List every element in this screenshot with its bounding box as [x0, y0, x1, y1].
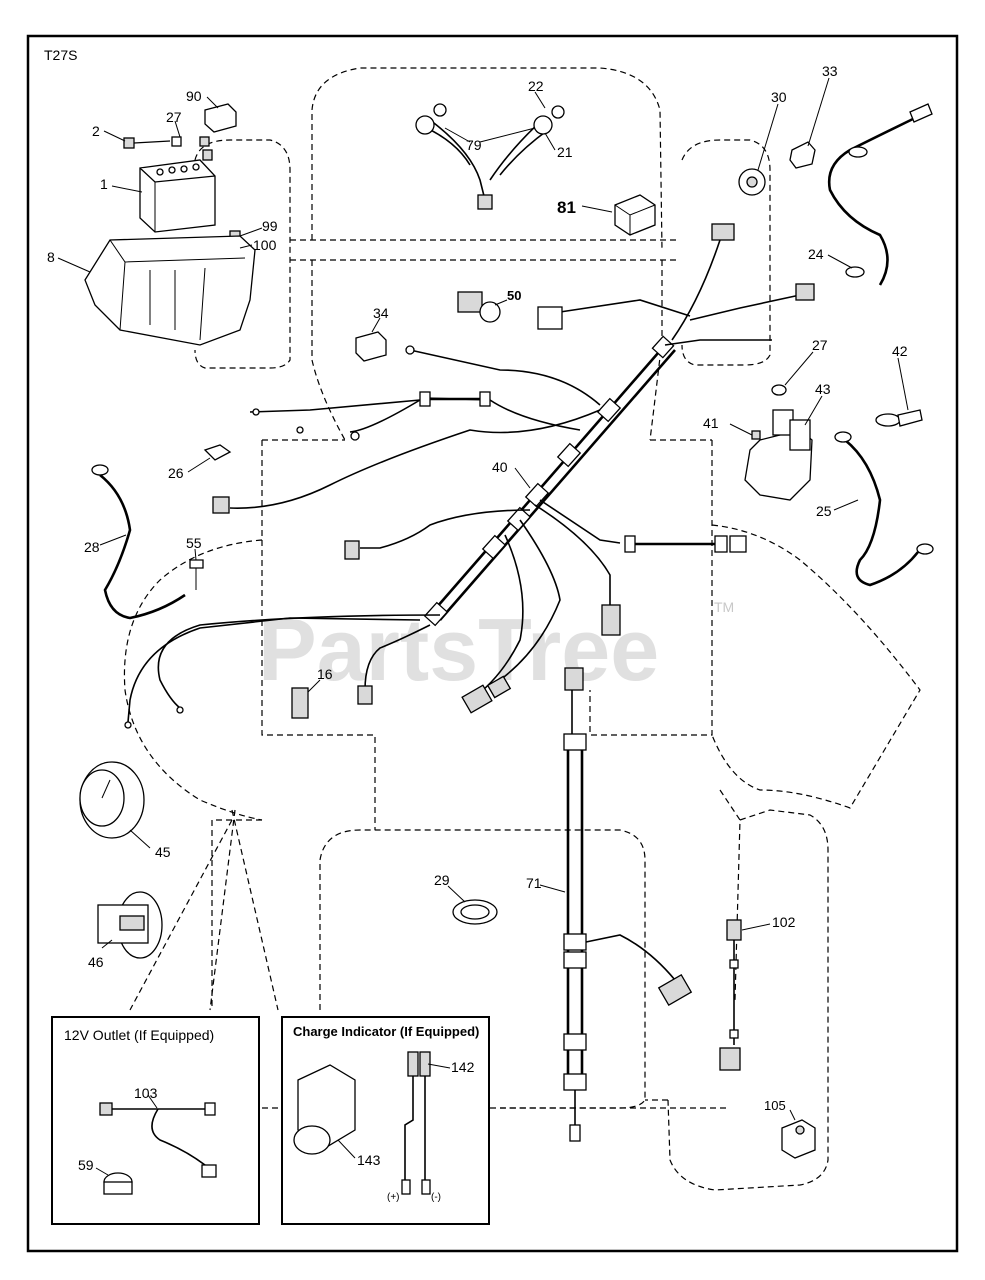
callout-103: 103: [134, 1085, 158, 1101]
diagram-border: [26, 34, 959, 1253]
minus-terminal: (-): [431, 1192, 441, 1203]
callout-105: 105: [764, 1098, 786, 1113]
callout-42: 42: [892, 343, 908, 359]
callout-29: 29: [434, 872, 450, 888]
callout-102: 102: [772, 914, 796, 930]
boot-42: [875, 409, 923, 427]
callout-90: 90: [186, 88, 202, 104]
callout-50: 50: [507, 288, 521, 303]
leader-lines: [57, 77, 909, 1176]
callout-27a: 27: [166, 109, 182, 125]
diagram-code: T27S: [44, 47, 77, 63]
callout-143: 143: [357, 1152, 381, 1168]
callout-46: 46: [88, 954, 104, 970]
switch-105: [781, 1119, 816, 1159]
cable-24: [827, 103, 933, 286]
callout-labels: 90 2 27 1 99 100 8 22 79 21 81 30 33 24 …: [47, 63, 908, 1173]
callout-43: 43: [815, 381, 831, 397]
callout-40: 40: [492, 459, 508, 475]
harness-71: [563, 667, 693, 1142]
callout-55: 55: [186, 535, 202, 551]
callout-34: 34: [373, 305, 389, 321]
inset-charge-indicator: Charge Indicator (If Equipped) (+) (-): [281, 1016, 490, 1225]
callout-59: 59: [78, 1157, 94, 1173]
callout-79: 79: [466, 137, 482, 153]
cable-25: [834, 431, 934, 587]
callout-33: 33: [822, 63, 838, 79]
switch-34: [355, 331, 387, 362]
callout-27b: 27: [812, 337, 828, 353]
relay-81: [614, 194, 656, 236]
callout-81: 81: [557, 198, 576, 217]
watermark-tm: TM: [714, 599, 734, 615]
switch-33: [789, 141, 816, 169]
terminal-cover-90: [204, 103, 237, 133]
washer-27: [171, 136, 210, 147]
callout-8: 8: [47, 249, 55, 265]
chassis-outline: [123, 67, 921, 1191]
solenoid-43: [744, 384, 813, 501]
watermark: PartsTree: [258, 600, 659, 699]
callout-2: 2: [92, 123, 100, 139]
callout-28: 28: [84, 539, 100, 555]
callout-26: 26: [168, 465, 184, 481]
callout-22: 22: [528, 78, 544, 94]
hour-meter-46: [97, 891, 163, 959]
headlight-harness: [415, 103, 565, 210]
main-harness-40: [124, 223, 815, 729]
callout-16: 16: [317, 666, 333, 682]
callout-100: 100: [253, 237, 277, 253]
cable-28: [91, 464, 186, 620]
part-29: [452, 899, 498, 925]
callout-99: 99: [262, 218, 278, 234]
callout-71: 71: [526, 875, 542, 891]
callout-45: 45: [155, 844, 171, 860]
gauge-45: [79, 761, 145, 839]
callout-1: 1: [100, 176, 108, 192]
battery: [139, 149, 216, 233]
callout-142: 142: [451, 1059, 475, 1075]
fuse-26: [203, 444, 232, 461]
callout-21: 21: [557, 144, 573, 160]
connector-16: [291, 687, 309, 719]
inset-12v-outlet: 12V Outlet (If Equipped): [51, 1016, 260, 1225]
callout-25: 25: [816, 503, 832, 519]
charge-title: Charge Indicator (If Equipped): [293, 1024, 479, 1039]
ignition-switch-30: [738, 168, 766, 196]
plus-terminal: (+): [387, 1192, 400, 1203]
callout-30: 30: [771, 89, 787, 105]
callout-41: 41: [703, 415, 719, 431]
switch-50: [457, 291, 501, 323]
callout-24: 24: [808, 246, 824, 262]
battery-tray: [84, 235, 256, 346]
outlet-title: 12V Outlet (If Equipped): [64, 1027, 214, 1043]
bolt-55: [189, 559, 204, 590]
bolt-2: [123, 137, 171, 149]
harness-102: [719, 919, 742, 1071]
